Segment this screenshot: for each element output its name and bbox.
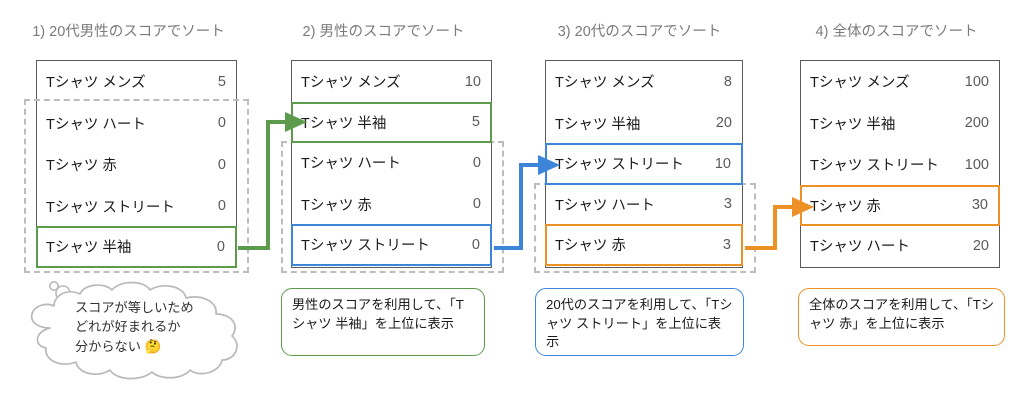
row-label: Tシャツ 半袖 <box>301 115 387 132</box>
row-label: Tシャツ 半袖 <box>555 116 641 133</box>
row-value: 0 <box>472 154 481 171</box>
panel-1-title: 1) 20代男性のスコアでソート <box>32 24 225 40</box>
panel-3: 3) 20代のスコアでソート Tシャツ メンズ 8 Tシャツ 半袖 20 Tシャ… <box>511 0 768 401</box>
row-value: 0 <box>471 236 480 253</box>
thought-cloud: スコアが等しいため どれが好まれるか 分からない 🤔 <box>20 276 270 386</box>
table-row[interactable]: Tシャツ ストリート 100 <box>801 144 999 186</box>
thought-cloud-message: スコアが等しいため どれが好まれるか 分からない <box>75 300 194 354</box>
table-row-highlighted[interactable]: Tシャツ ストリート 0 <box>291 224 492 266</box>
row-label: Tシャツ ストリート <box>555 157 684 174</box>
row-label: Tシャツ 赤 <box>555 238 626 255</box>
table-row[interactable]: Tシャツ 赤 0 <box>37 144 236 186</box>
row-value: 0 <box>217 198 226 215</box>
row-label: Tシャツ ストリート <box>46 199 175 216</box>
thought-cloud-text: スコアが等しいため どれが好まれるか 分からない 🤔 <box>75 298 235 356</box>
row-value: 3 <box>722 236 731 253</box>
panel-4: 4) 全体のスコアでソート Tシャツ メンズ 100 Tシャツ 半袖 200 T… <box>768 0 1025 401</box>
row-value: 5 <box>471 114 480 131</box>
row-label: Tシャツ 赤 <box>46 158 117 175</box>
caption-green: 男性のスコアを利用して、「Tシャツ 半袖」を上位に表示 <box>281 288 485 356</box>
table-row[interactable]: Tシャツ 赤 0 <box>292 184 491 226</box>
row-value: 10 <box>714 155 731 172</box>
panel-2: 2) 男性のスコアでソート Tシャツ メンズ 10 Tシャツ 半袖 5 Tシャツ… <box>255 0 512 401</box>
row-label: Tシャツ メンズ <box>301 75 401 92</box>
table-row-highlighted[interactable]: Tシャツ 赤 30 <box>800 184 1000 226</box>
row-value: 30 <box>971 197 988 214</box>
row-value: 8 <box>723 73 732 90</box>
row-value: 200 <box>964 115 989 132</box>
table-row[interactable]: Tシャツ ハート 0 <box>37 103 236 145</box>
row-value: 0 <box>217 156 226 173</box>
panel-4-table: Tシャツ メンズ 100 Tシャツ 半袖 200 Tシャツ ストリート 100 … <box>800 60 1000 268</box>
row-value: 10 <box>464 73 481 90</box>
table-row[interactable]: Tシャツ 半袖 20 <box>546 103 742 145</box>
row-value: 100 <box>964 73 989 90</box>
caption-orange: 全体のスコアを利用して、「Tシャツ 赤」を上位に表示 <box>798 288 1005 346</box>
row-value: 3 <box>723 196 732 213</box>
row-value: 0 <box>217 115 226 132</box>
row-label: Tシャツ 半袖 <box>810 116 896 133</box>
panel-1: 1) 20代男性のスコアでソート Tシャツ メンズ 5 Tシャツ ハート 0 T… <box>0 0 257 401</box>
row-value: 100 <box>964 156 989 173</box>
table-row[interactable]: Tシャツ ハート 20 <box>801 225 999 267</box>
row-label: Tシャツ ハート <box>301 156 401 173</box>
table-row-highlighted[interactable]: Tシャツ 赤 3 <box>545 224 743 266</box>
caption-blue: 20代のスコアを利用して、「Tシャツ ストリート」を上位に表示 <box>535 288 744 356</box>
table-row[interactable]: Tシャツ メンズ 8 <box>546 61 742 103</box>
table-row[interactable]: Tシャツ ストリート 0 <box>37 186 236 228</box>
row-value: 0 <box>216 238 225 255</box>
row-label: Tシャツ 半袖 <box>46 240 132 257</box>
row-label: Tシャツ ハート <box>555 197 655 214</box>
row-value: 20 <box>715 115 732 132</box>
row-label: Tシャツ メンズ <box>46 75 146 92</box>
row-label: Tシャツ ハート <box>46 116 146 133</box>
row-label: Tシャツ 赤 <box>810 198 881 215</box>
table-row[interactable]: Tシャツ メンズ 100 <box>801 61 999 103</box>
panel-1-table: Tシャツ メンズ 5 Tシャツ ハート 0 Tシャツ 赤 0 Tシャツ ストリー… <box>36 60 237 268</box>
row-value: 0 <box>472 196 481 213</box>
panel-2-title: 2) 男性のスコアでソート <box>302 24 465 40</box>
row-label: Tシャツ メンズ <box>810 75 910 92</box>
row-value: 20 <box>972 237 989 254</box>
row-label: Tシャツ メンズ <box>555 75 655 92</box>
table-row[interactable]: Tシャツ メンズ 10 <box>292 61 491 103</box>
table-row[interactable]: Tシャツ 半袖 200 <box>801 103 999 145</box>
row-label: Tシャツ ストリート <box>810 158 939 175</box>
row-label: Tシャツ ハート <box>810 239 910 256</box>
panel-3-table: Tシャツ メンズ 8 Tシャツ 半袖 20 Tシャツ ストリート 10 Tシャツ… <box>545 60 743 268</box>
panel-3-title: 3) 20代のスコアでソート <box>557 24 722 40</box>
row-label: Tシャツ ストリート <box>301 238 430 255</box>
row-label: Tシャツ 赤 <box>301 197 372 214</box>
panel-4-title: 4) 全体のスコアでソート <box>815 24 978 40</box>
panel-2-table: Tシャツ メンズ 10 Tシャツ 半袖 5 Tシャツ ハート 0 Tシャツ 赤 … <box>291 60 492 268</box>
table-row[interactable]: Tシャツ メンズ 5 <box>37 61 236 103</box>
table-row-highlighted[interactable]: Tシャツ 半袖 0 <box>36 226 237 268</box>
table-row[interactable]: Tシャツ ハート 3 <box>546 184 742 226</box>
thought-cloud-shape <box>30 281 238 380</box>
thinking-face-emoji: 🤔 <box>144 338 162 354</box>
table-row[interactable]: Tシャツ ハート 0 <box>292 142 491 184</box>
row-value: 5 <box>217 73 226 90</box>
